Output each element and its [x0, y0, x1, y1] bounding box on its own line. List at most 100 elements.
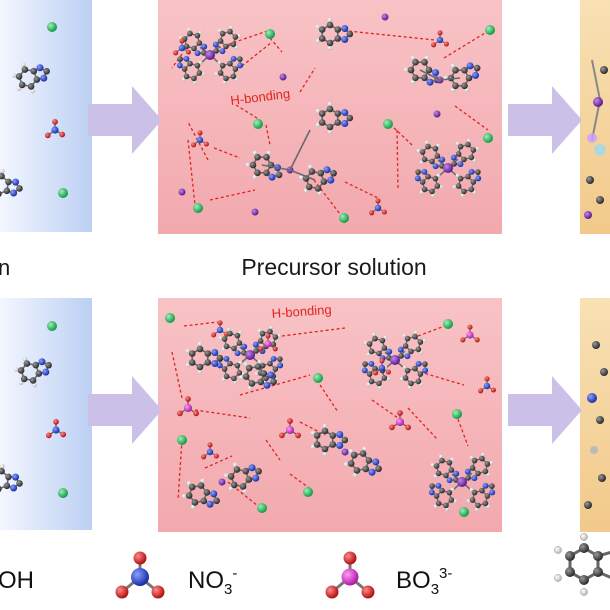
carbon-atom [223, 343, 230, 350]
carbon-atom [187, 30, 193, 37]
carbon-atom [421, 58, 428, 66]
carbon-atom [230, 41, 237, 48]
hydrogen-atom [317, 190, 323, 196]
carbon-atom [412, 58, 419, 66]
nitrogen-atom [453, 470, 460, 477]
nitrogen-atom [270, 355, 277, 362]
hydrogen-atom [181, 77, 186, 82]
carbon-atom [313, 432, 321, 439]
carbon-atom [362, 361, 368, 367]
hydrogen-atom [223, 473, 229, 478]
carbon-atom [21, 66, 29, 73]
metal-center [390, 355, 400, 365]
hydrogen-atom [238, 375, 244, 380]
hydrogen-atom [16, 86, 22, 91]
carbon-atom [415, 169, 421, 175]
carbon-atom [398, 353, 404, 359]
carbon-atom [0, 485, 2, 492]
carbon-atom [479, 455, 485, 462]
carbon-atom [248, 380, 256, 387]
carbon-atom [245, 364, 253, 372]
carbon-atom [219, 30, 226, 37]
carbon-atom [33, 76, 41, 83]
hydrogen-atom [410, 79, 416, 85]
oxygen-atom [385, 369, 391, 375]
carbon-atom [196, 345, 204, 353]
hydrogen-atom [245, 162, 251, 168]
boron-atom [285, 425, 295, 435]
carbon-atom [434, 183, 441, 189]
carbon-atom [439, 487, 445, 494]
hydrogen-atom [186, 481, 192, 486]
hydrogen-atom [277, 333, 282, 338]
carbon-atom [417, 371, 424, 377]
carbon-atom [185, 492, 193, 499]
nitrogen-atom [194, 50, 201, 57]
oxygen-atom [207, 442, 213, 448]
nitrogen-atom [372, 458, 380, 466]
carbon-atom [425, 173, 431, 180]
hydrogen-atom [467, 138, 472, 143]
potassium-ion [341, 448, 349, 456]
carbon-atom [272, 334, 279, 340]
oxygen-atom [211, 332, 217, 338]
nitrogen-atom [206, 448, 214, 456]
chloride-ion [485, 25, 495, 35]
carbon-atom [45, 361, 52, 369]
hydrogen-atom [198, 60, 203, 65]
carbon-atom [475, 502, 481, 509]
carbon-atom [425, 143, 431, 150]
nitrogen-atom [12, 473, 20, 481]
boron-atom [264, 340, 272, 348]
nitrogen-atom [435, 482, 442, 489]
carbon-atom [232, 34, 239, 40]
nitrogen-atom [368, 360, 375, 367]
nitrogen-atom [457, 161, 464, 168]
carbon-atom [468, 154, 475, 161]
hydrogen-atom [422, 338, 427, 343]
bond [289, 129, 311, 171]
carbon-atom [482, 500, 489, 507]
nitrogen-atom [196, 136, 204, 144]
carbon-atom [272, 366, 279, 372]
nitrogen-atom [336, 442, 344, 449]
chloride-ion [193, 203, 203, 213]
nitrogen-atom [482, 482, 489, 489]
nitrogen-atom [216, 362, 223, 369]
oxygen-atom [478, 388, 484, 394]
carbon-atom [479, 487, 485, 494]
hydrogen-atom [200, 478, 206, 484]
hydrogen-atom [310, 430, 316, 436]
metal-center [205, 50, 215, 60]
carbon-atom [334, 119, 342, 126]
oxygen-atom [179, 38, 185, 44]
nitrogen-atom [267, 371, 275, 379]
metal-center [443, 163, 453, 173]
nitrogen-atom [471, 475, 478, 482]
oxygen-atom [185, 396, 191, 402]
metal-center [457, 477, 467, 487]
oxygen-atom [379, 358, 385, 364]
hydrogen-atom [266, 150, 272, 156]
nitrogen-atom [252, 341, 259, 348]
carbon-atom [16, 185, 23, 192]
hydrogen-atom [455, 141, 460, 146]
left-panel-caption-fragment: n [0, 255, 10, 280]
hydrogen-atom [234, 45, 239, 50]
carbon-atom [227, 60, 233, 67]
hydrogen-atom [436, 143, 441, 148]
carbon-atom [326, 105, 334, 113]
oxygen-atom [177, 410, 183, 417]
hydrogen-atom [466, 499, 471, 504]
hydrogen-atom [419, 350, 424, 355]
carbon-atom [448, 467, 455, 473]
hydrogen-atom [315, 38, 321, 44]
carbon-atom [489, 483, 495, 489]
carbon-atom [219, 62, 226, 69]
nitrogen-atom [176, 62, 183, 69]
carbon-atom [346, 114, 354, 122]
hydrogen-atom [327, 45, 333, 51]
carbon-atom [318, 35, 326, 42]
carbon-atom [408, 380, 414, 387]
hydrogen-atom [315, 24, 321, 30]
